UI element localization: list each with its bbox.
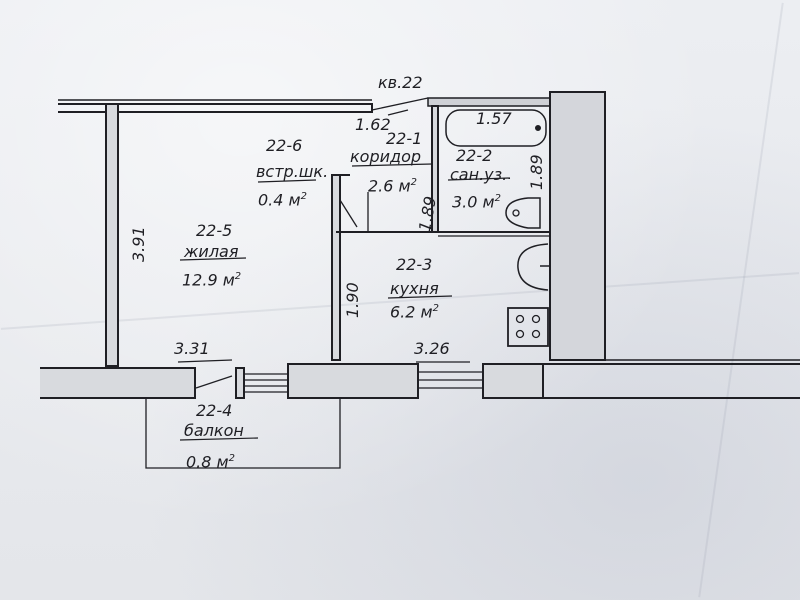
dimension-1-62: 1.62 — [355, 115, 391, 134]
wall-top-left — [58, 103, 373, 113]
room-22-2-area: 3.0 м2 — [452, 192, 501, 212]
stove-burner — [531, 329, 541, 339]
stove-burner — [515, 329, 525, 339]
room-22-3-name: кухня — [390, 279, 439, 298]
room-22-2-name: сан.уз. — [450, 165, 508, 184]
balcony — [145, 398, 341, 469]
wall-top-right — [427, 97, 551, 107]
dimension-1-89-bathroom: 1.89 — [527, 154, 546, 190]
room-22-2-id: 22-2 — [456, 146, 493, 165]
stove — [507, 307, 549, 347]
wall-bottom-right — [482, 363, 544, 399]
leader-3-31 — [177, 359, 233, 363]
toilet — [505, 197, 541, 229]
dimension-1-90: 1.90 — [343, 282, 362, 318]
room-22-4-area: 0.8 м2 — [186, 452, 235, 472]
room-22-5-name: жилая — [184, 242, 239, 261]
wall-bottom-left — [40, 367, 196, 399]
bathtub-drain — [535, 125, 541, 131]
window-kitchen — [418, 371, 483, 389]
balcony-door-post — [235, 367, 245, 399]
room-22-3-area: 6.2 м2 — [390, 302, 439, 322]
room-22-5-id: 22-5 — [196, 221, 233, 240]
room-22-4-name: балкон — [184, 421, 244, 440]
wall-right — [549, 91, 606, 361]
room-22-6-id: 22-6 — [266, 136, 303, 155]
dimension-3-91: 3.91 — [129, 226, 148, 262]
leader-1-62 — [387, 109, 409, 116]
room-22-6-name: встр.шк. — [256, 162, 329, 181]
apartment-number: кв.22 — [378, 73, 423, 92]
wall-bottom-mid — [287, 363, 419, 399]
room-22-6-area: 0.4 м2 — [258, 190, 307, 210]
kitchen-sink — [517, 243, 549, 291]
dimension-1-57: 1.57 — [476, 109, 512, 128]
window-living — [244, 373, 288, 393]
stove-burner — [515, 314, 525, 324]
room-22-3-id: 22-3 — [396, 255, 433, 274]
wall-bathroom-left — [431, 105, 439, 233]
dimension-3-31: 3.31 — [174, 339, 210, 358]
room-22-1-area: 2.6 м2 — [368, 176, 417, 196]
door-swing-closet — [339, 199, 358, 228]
toilet-hole — [512, 209, 520, 217]
room-22-1-id: 22-1 — [386, 129, 423, 148]
stove-burner — [531, 314, 541, 324]
balcony-door-swing — [195, 375, 233, 389]
room-22-4-id: 22-4 — [196, 401, 233, 420]
room-22-5-area: 12.9 м2 — [182, 270, 242, 290]
dimension-3-26: 3.26 — [414, 339, 450, 358]
bathtub — [445, 109, 547, 147]
wall-bottom-far-right — [543, 363, 800, 399]
room-22-1-name: коридор — [350, 147, 422, 166]
door-swing-entry — [371, 97, 429, 111]
wall-partition — [331, 174, 341, 361]
wall-left — [105, 103, 119, 367]
